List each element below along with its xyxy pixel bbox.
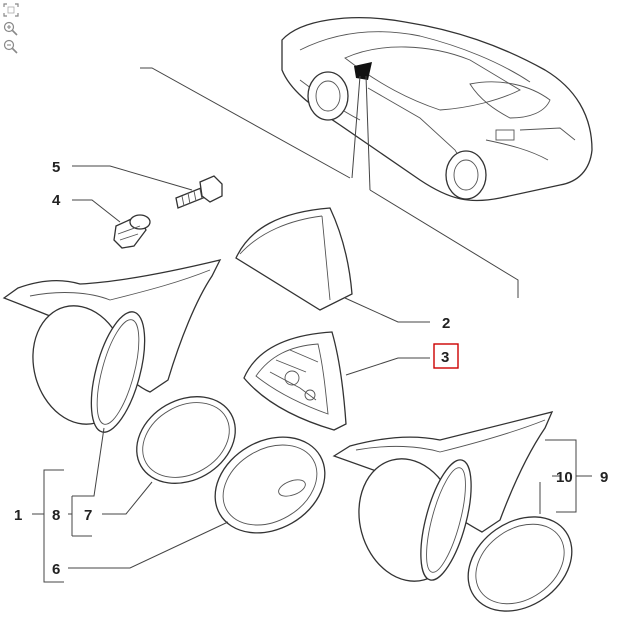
- leader-lines: [32, 165, 592, 583]
- part-2-cover: [235, 207, 353, 311]
- right-mirror-assembly: [332, 411, 554, 582]
- part-7-glass: [136, 396, 236, 484]
- callout-6: 6: [52, 561, 60, 578]
- callout-4: 4: [52, 192, 61, 209]
- callout-3-highlight-box: [433, 343, 459, 369]
- callout-7: 7: [84, 507, 92, 524]
- part-10-glass: [467, 516, 573, 612]
- callout-3: 3: [441, 349, 449, 366]
- fit-to-window-icon[interactable]: [2, 2, 20, 18]
- callout-2: 2: [442, 315, 450, 332]
- car-illustration: [281, 17, 593, 202]
- left-mirror-assembly: [2, 259, 222, 433]
- callout-5: 5: [52, 159, 60, 176]
- part-3-housing: [243, 331, 347, 431]
- part-5-bolt: [175, 175, 223, 209]
- callout-labels: 5 4 2 3 1 8 7 6 10 9: [14, 159, 608, 578]
- callout-10: 10: [556, 469, 573, 486]
- part-4-clip: [113, 214, 151, 249]
- callout-1: 1: [14, 507, 22, 524]
- callout-9: 9: [600, 469, 608, 486]
- zoom-out-icon[interactable]: [2, 38, 20, 54]
- zoom-in-icon[interactable]: [2, 20, 20, 36]
- callout-8: 8: [52, 507, 60, 524]
- part-6-glass: [214, 436, 326, 534]
